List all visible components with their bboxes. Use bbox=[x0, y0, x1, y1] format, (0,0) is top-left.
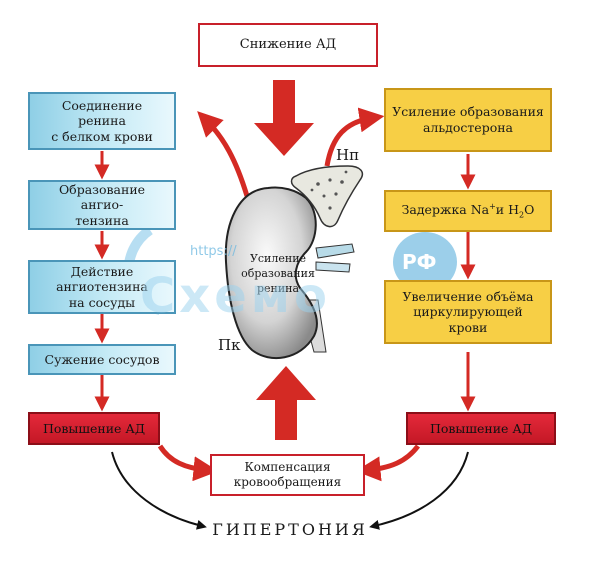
black-arrow-left bbox=[111, 451, 207, 530]
big-arrow-down bbox=[254, 80, 314, 156]
and-h-text: и Н bbox=[495, 201, 520, 217]
box-bp-increase-right: Повышение АД bbox=[406, 412, 556, 445]
box-compensation: Компенсация кровообращения bbox=[210, 454, 365, 496]
kidney-shape bbox=[224, 186, 318, 359]
box-compensation-line2: кровообращения bbox=[233, 475, 342, 489]
box-angiotensin-action-line2: на сосуды bbox=[68, 294, 136, 310]
kidney-label-line3: ренина bbox=[256, 281, 300, 295]
h2-subscript: 2 bbox=[519, 210, 525, 220]
box-angiotensin-formation: Образование ангио- тензина bbox=[28, 180, 176, 230]
box-angiotensin-action: Действие ангиотензина на сосуды bbox=[28, 260, 176, 314]
box-blood-volume-line1: Увеличение объёма bbox=[402, 288, 534, 304]
box-aldosterone-line1: Усиление образования bbox=[392, 104, 544, 120]
na-charge: + bbox=[489, 201, 496, 211]
black-arrow-right bbox=[369, 451, 469, 530]
box-angiotensin-action-line1: Действие ангиотензина bbox=[56, 263, 148, 295]
box-na-water-retention-text: Задержка Na+и Н2О bbox=[402, 202, 535, 221]
box-blood-volume: Увеличение объёма циркулирующей крови bbox=[384, 280, 552, 344]
kidney-label-line1: Усиление bbox=[249, 252, 307, 265]
box-aldosterone-line2: альдостерона bbox=[422, 120, 514, 135]
curve-arrow-right bbox=[324, 107, 385, 167]
curve-arrow-to-comp-right bbox=[355, 444, 420, 482]
box-bp-increase-right-text: Повышение АД bbox=[429, 420, 533, 436]
box-renin-binding-line1: Соединение ренина bbox=[61, 97, 143, 129]
box-angiotensin-formation-line1: Образование ангио- bbox=[58, 181, 146, 213]
label-np: Нп bbox=[336, 146, 360, 164]
label-pk: Пк bbox=[218, 336, 241, 354]
adrenal-gland bbox=[290, 165, 364, 228]
box-na-water-retention: Задержка Na+и Н2О bbox=[384, 190, 552, 232]
box-angiotensin-formation-line2: тензина bbox=[75, 212, 129, 228]
kidney-label: Усиление образования ренина bbox=[232, 252, 324, 297]
box-bp-increase-left: Повышение АД bbox=[28, 412, 160, 445]
box-renin-binding: Соединение ренина с белком крови bbox=[28, 92, 176, 150]
curve-arrow-left bbox=[197, 111, 250, 197]
box-compensation-line1: Компенсация bbox=[244, 460, 331, 474]
box-blood-volume-line2: циркулирующей крови bbox=[413, 304, 523, 335]
box-bp-decrease: Снижение АД bbox=[198, 23, 378, 67]
box-bp-decrease-text: Снижение АД bbox=[239, 36, 337, 52]
o-text: О bbox=[524, 201, 535, 217]
box-aldosterone: Усиление образования альдостерона bbox=[384, 88, 552, 152]
curve-arrow-to-comp-left bbox=[157, 444, 219, 482]
big-arrow-up bbox=[256, 366, 316, 440]
na-text: Задержка Na bbox=[401, 201, 490, 217]
box-renin-binding-line2: с белком крови bbox=[51, 128, 153, 144]
box-vasoconstriction-text: Сужение сосудов bbox=[44, 351, 160, 367]
label-hypertension: ГИПЕРТОНИЯ bbox=[212, 520, 368, 539]
kidney-label-line2: образования bbox=[241, 266, 315, 280]
box-vasoconstriction: Сужение сосудов bbox=[28, 344, 176, 375]
box-bp-increase-left-text: Повышение АД bbox=[42, 420, 146, 436]
